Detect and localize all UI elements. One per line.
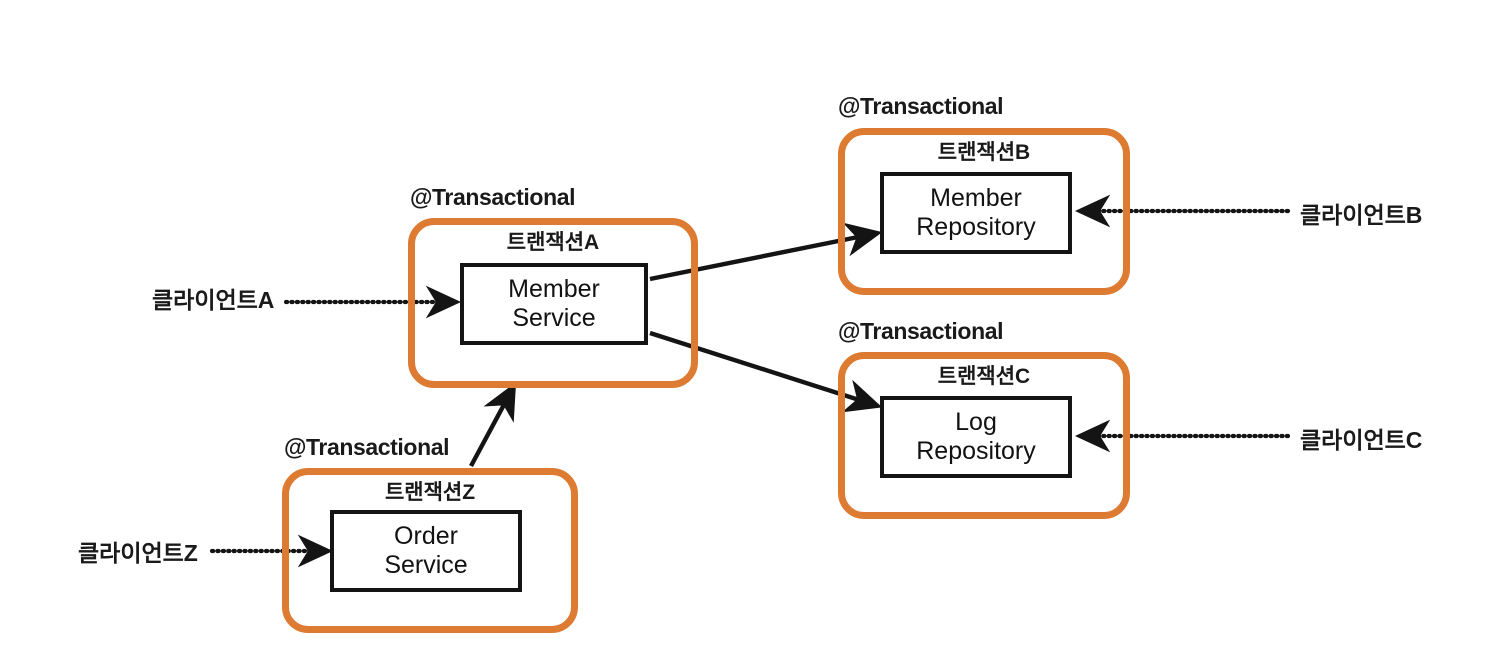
bean-label-line: Log [955,408,997,436]
bean-label-line: Member [930,184,1022,212]
bean-label-line: Repository [916,213,1036,241]
transaction-title-b: 트랜잭션B [937,141,1031,164]
transactional-annotation-c: @Transactional [838,318,1004,344]
client-label-z: 클라이언트Z [78,540,198,566]
bean-label-line: Order [394,522,458,550]
transactional-annotation-z: @Transactional [284,434,450,460]
bean-label-line: Service [384,551,468,579]
transactional-annotation-b: @Transactional [838,93,1004,119]
client-label-b: 클라이언트B [1300,202,1423,228]
client-label-a: 클라이언트A [152,287,275,313]
transaction-title-a: 트랜잭션A [506,231,600,254]
bean-label-line: Member [508,275,600,303]
client-label-c: 클라이언트C [1300,427,1423,453]
bean-label-line: Service [512,304,596,332]
transaction-title-z: 트랜잭션Z [384,481,476,504]
transactional-annotation-a: @Transactional [410,184,576,210]
call-arrow-z-to-a [469,382,517,468]
bean-label-line: Repository [916,437,1036,465]
transaction-title-c: 트랜잭션C [937,365,1031,388]
